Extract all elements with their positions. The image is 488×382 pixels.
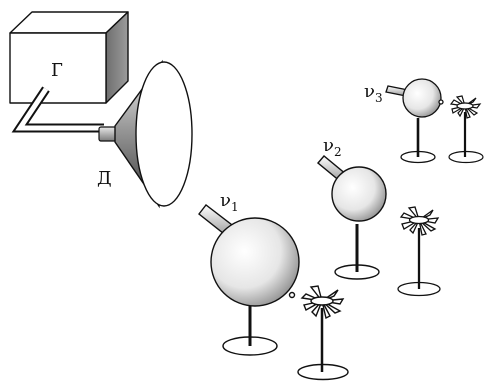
resonator-2 bbox=[317, 155, 387, 280]
indicator-2-flower bbox=[399, 206, 440, 236]
waveguide bbox=[11, 86, 104, 133]
generator-front-face bbox=[9, 32, 107, 104]
resonator-2-label: ν bbox=[323, 135, 334, 156]
resonator-2-sphere bbox=[331, 166, 387, 222]
resonator-3-subscript: 3 bbox=[375, 91, 383, 105]
generator bbox=[9, 11, 129, 104]
indicator-2 bbox=[397, 206, 441, 297]
indicator-3 bbox=[448, 95, 484, 164]
horn-label: Д bbox=[97, 168, 112, 189]
horn-coupler bbox=[98, 126, 117, 142]
horn-mouth bbox=[135, 61, 193, 207]
resonator-3 bbox=[385, 78, 444, 164]
horn bbox=[114, 59, 193, 209]
resonator-1-sphere bbox=[210, 217, 300, 307]
resonator-3-sphere bbox=[402, 78, 442, 118]
resonator-1-tip bbox=[288, 291, 296, 299]
resonator-1-label: ν bbox=[220, 190, 231, 211]
resonator-2-subscript: 2 bbox=[334, 145, 342, 159]
resonator-1 bbox=[198, 204, 300, 356]
generator-label: Г bbox=[51, 60, 63, 81]
resonator-3-tip bbox=[438, 99, 444, 105]
resonator-1-subscript: 1 bbox=[231, 200, 239, 214]
resonator-3-label: ν bbox=[364, 81, 375, 102]
indicator-1-flower bbox=[300, 285, 345, 320]
indicator-1 bbox=[297, 285, 349, 381]
indicator-3-flower bbox=[449, 95, 482, 119]
